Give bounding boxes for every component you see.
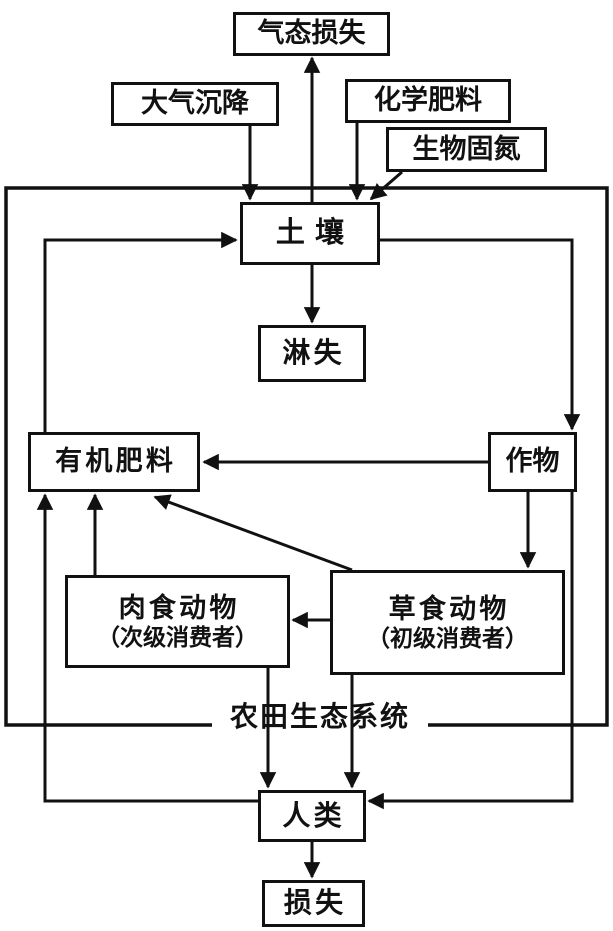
node-herbivores-sublabel: （初级消费者） <box>367 624 528 651</box>
node-humans: 人类 <box>258 790 366 842</box>
node-carnivores: 肉食动物 （次级消费者） <box>65 575 290 668</box>
node-soil: 土壤 <box>240 202 380 265</box>
edge-organic-fertilizer-soil <box>43 231 238 432</box>
node-gaseous-loss-label: 气态损失 <box>257 18 366 49</box>
node-gaseous-loss: 气态损失 <box>233 12 390 56</box>
edge-humans-organic-fertilizer <box>36 493 258 803</box>
node-biological-nitrogen-fixation-label: 生物固氮 <box>412 133 521 164</box>
node-leaching-loss: 淋失 <box>258 325 366 382</box>
node-crops: 作物 <box>488 432 577 492</box>
node-herbivores: 草食动物 （初级消费者） <box>330 570 565 675</box>
node-herbivores-label: 草食动物 <box>388 593 510 624</box>
node-chemical-fertilizer-label: 化学肥料 <box>374 85 482 116</box>
node-crops-label: 作物 <box>505 446 560 477</box>
node-chemical-fertilizer: 化学肥料 <box>345 79 511 123</box>
node-leaching-loss-label: 淋失 <box>282 337 346 369</box>
node-carnivores-label: 肉食动物 <box>118 592 240 623</box>
node-atmospheric-deposition-label: 大气沉降 <box>141 88 249 119</box>
node-carnivores-sublabel: （次级消费者） <box>97 623 258 650</box>
system-boundary <box>4 186 609 727</box>
node-organic-fertilizer: 有机肥料 <box>28 432 200 492</box>
edge-biological-nitrogen-fixation-soil <box>369 170 403 201</box>
node-soil-label: 土壤 <box>275 216 355 249</box>
edge-crops-humans <box>367 492 574 810</box>
edge-herbivores-organic-fertilizer <box>153 494 353 572</box>
node-organic-fertilizer-label: 有机肥料 <box>55 446 177 477</box>
node-atmospheric-deposition: 大气沉降 <box>111 82 279 126</box>
node-biological-nitrogen-fixation: 生物固氮 <box>386 127 547 172</box>
node-loss-label: 损失 <box>283 887 347 919</box>
edge-soil-crops <box>380 238 581 431</box>
node-loss: 损失 <box>262 880 365 927</box>
node-humans-label: 人类 <box>282 799 346 831</box>
system-boundary-label: 农田生态系统 <box>229 701 410 732</box>
